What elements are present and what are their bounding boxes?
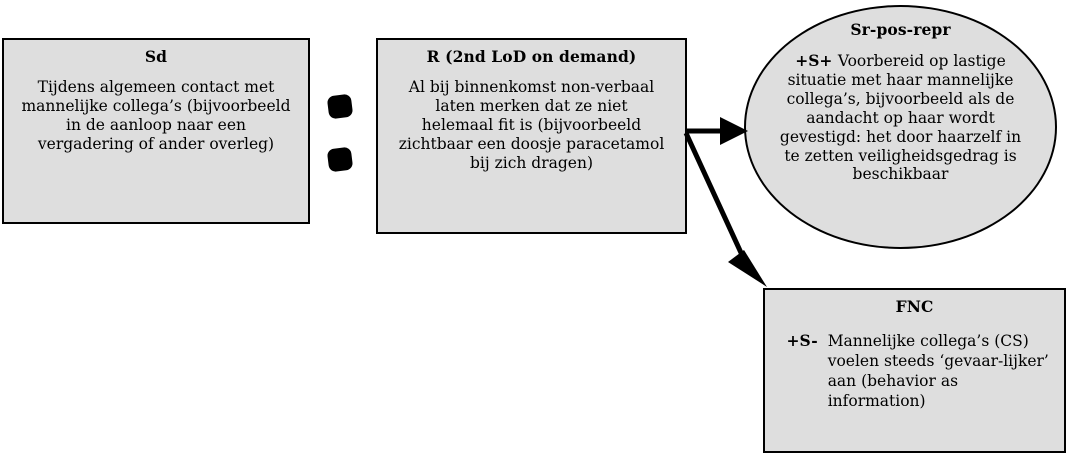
node-r-title: R (2nd LoD on demand) xyxy=(426,47,637,66)
node-fnc[interactable]: FNC +S- Mannelijke collega’s (CS) voelen… xyxy=(763,288,1066,453)
node-sd-body: Tijdens algemeen contact met mannelijke … xyxy=(21,78,291,153)
separator-dot-lower-icon xyxy=(326,146,354,173)
node-sr-pos-repr-text: Voorbereid op lastige situatie met haar … xyxy=(779,52,1022,184)
node-sr-pos-repr[interactable]: Sr-pos-repr +S+ Voorbereid op lastige si… xyxy=(744,5,1057,249)
node-sr-pos-repr-body: +S+ Voorbereid op lastige situatie met h… xyxy=(775,51,1027,184)
node-fnc-content: +S- Mannelijke collega’s (CS) voelen ste… xyxy=(779,331,1051,412)
node-sd-title: Sd xyxy=(144,47,168,66)
node-fnc-body: Mannelijke collega’s (CS) voelen steeds … xyxy=(827,332,1049,411)
arrow-r-to-sr xyxy=(686,117,748,145)
node-sr-pos-repr-sign: +S+ xyxy=(795,51,838,71)
node-sr-pos-repr-title: Sr-pos-repr xyxy=(850,20,951,39)
separator-dot-upper-icon xyxy=(326,93,354,120)
node-sd[interactable]: Sd Tijdens algemeen contact met mannelij… xyxy=(2,38,310,224)
node-r[interactable]: R (2nd LoD on demand) Al bij binnenkomst… xyxy=(376,38,687,234)
node-fnc-title: FNC xyxy=(895,297,934,316)
node-r-body: Al bij binnenkomst non-verbaal laten mer… xyxy=(398,78,665,172)
node-fnc-sign: +S- xyxy=(786,331,818,351)
